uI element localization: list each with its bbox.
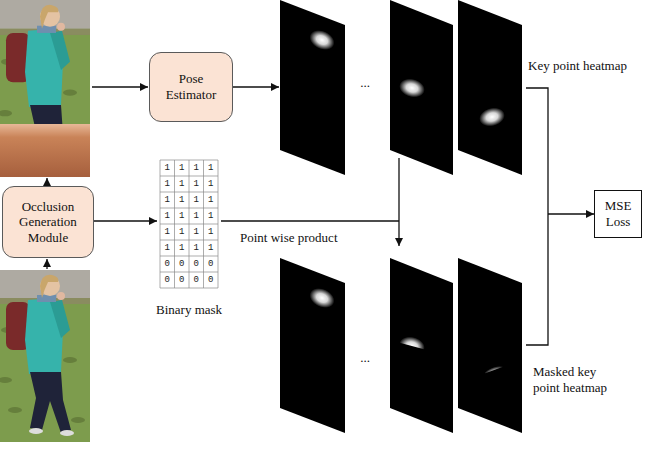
mask-cell: 1 — [204, 192, 219, 208]
mask-cell: 1 — [160, 176, 175, 192]
mask-cell: 1 — [189, 192, 204, 208]
mask-cell: 1 — [189, 160, 204, 176]
process-box: Occlusion Generation Module — [2, 186, 94, 258]
mask-cell: 1 — [189, 224, 204, 240]
mask-cell: 0 — [204, 256, 219, 272]
mask-cell: 1 — [189, 240, 204, 256]
mask-cell: 1 — [160, 224, 175, 240]
mask-cell: 1 — [175, 224, 190, 240]
heatmap-label: Masked key point heatmap — [533, 364, 625, 397]
loss-box: MSE Loss — [594, 190, 642, 238]
node-text: MSE Loss — [599, 198, 637, 229]
process-box: Pose Estimator — [149, 52, 233, 122]
person-photo — [0, 270, 90, 442]
person-photo — [0, 0, 90, 177]
node-text: Occlusion Generation Module — [7, 199, 89, 246]
mask-cell: 1 — [175, 160, 190, 176]
operation-label: Point wise product — [240, 230, 380, 246]
heatmap-label: Key point heatmap — [528, 58, 650, 74]
mask-cell: 1 — [204, 240, 219, 256]
occlusion-patch — [0, 124, 90, 177]
mask-cell: 0 — [189, 256, 204, 272]
mask-cell: 1 — [160, 208, 175, 224]
mask-grid — [160, 160, 218, 288]
mask-cell: 0 — [189, 272, 204, 288]
mask-cell: 1 — [175, 208, 190, 224]
mask-cell: 1 — [175, 176, 190, 192]
mask-cell: 0 — [204, 272, 219, 288]
arrows — [47, 87, 594, 345]
mask-cell: 1 — [160, 160, 175, 176]
mask-cell: 1 — [175, 192, 190, 208]
ellipsis: ... — [350, 350, 380, 366]
mask-cell: 1 — [160, 240, 175, 256]
mask-cell: 1 — [204, 224, 219, 240]
mask-cell: 0 — [160, 272, 175, 288]
mask-cell: 1 — [189, 176, 204, 192]
node-text: Pose Estimator — [154, 71, 228, 102]
mask-cell: 1 — [204, 208, 219, 224]
heatmaps — [280, 0, 522, 433]
mask-cell: 1 — [160, 192, 175, 208]
mask-cell: 0 — [175, 256, 190, 272]
mask-cell: 0 — [160, 256, 175, 272]
mask-cell: 1 — [175, 240, 190, 256]
mask-cell: 0 — [175, 272, 190, 288]
mask-cell: 1 — [204, 176, 219, 192]
mask-cell: 1 — [204, 160, 219, 176]
mask-label: Binary mask — [156, 302, 246, 318]
ellipsis: ... — [350, 75, 380, 91]
mask-cell: 1 — [189, 208, 204, 224]
